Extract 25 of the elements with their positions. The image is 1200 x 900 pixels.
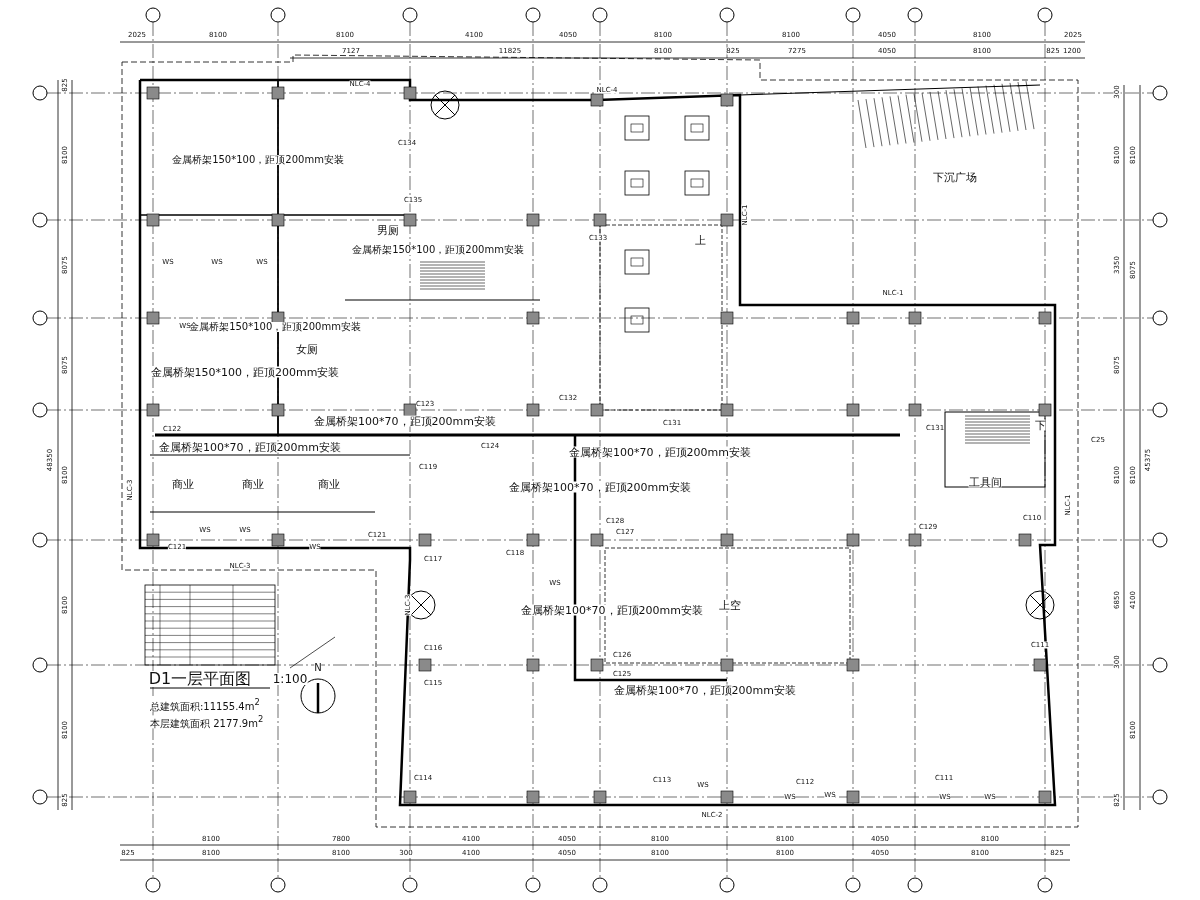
room-label: 女厕 xyxy=(296,343,318,355)
room-label: 上 xyxy=(694,234,706,246)
north-label: N xyxy=(314,663,322,673)
room-label: 上空 xyxy=(719,599,741,611)
area-note: 本层建筑面积 2177.9m$^{2}$ xyxy=(150,715,264,729)
room-label: 下沉广场 xyxy=(933,171,977,183)
cable-tray-note: 金属桥架100*70，距顶200mm安装 xyxy=(509,481,691,493)
scale-label: 1:100 xyxy=(272,673,308,685)
room-label: 商业 xyxy=(318,478,340,490)
area-note: 总建筑面积:11155.4m$^{2}$ xyxy=(150,698,260,712)
cable-tray-note: 金属桥架100*70，距顶200mm安装 xyxy=(569,446,751,458)
cable-tray-note: 金属桥架150*100，距顶200mm安装 xyxy=(189,322,361,332)
room-label: 男厕 xyxy=(377,224,399,236)
cable-tray-note: 金属桥架100*70，距顶200mm安装 xyxy=(314,415,496,427)
room-label: 商业 xyxy=(242,478,264,490)
cable-tray-note: 金属桥架150*100，距顶200mm安装 xyxy=(352,245,524,255)
cable-tray-note: 金属桥架100*70，距顶200mm安装 xyxy=(521,604,703,616)
room-label: 商业 xyxy=(172,478,194,490)
cable-tray-note: 金属桥架150*100，距顶200mm安装 xyxy=(172,155,344,165)
room-label: 下 xyxy=(1034,419,1046,431)
cable-tray-note: 金属桥架100*70，距顶200mm安装 xyxy=(159,441,341,453)
cable-tray-note: 金属桥架150*100，距顶200mm安装 xyxy=(150,366,340,378)
cable-tray-note: 金属桥架100*70，距顶200mm安装 xyxy=(614,684,796,696)
drawing-title: D1一层平面图 xyxy=(148,671,252,687)
room-label: 工具间 xyxy=(968,476,1002,488)
